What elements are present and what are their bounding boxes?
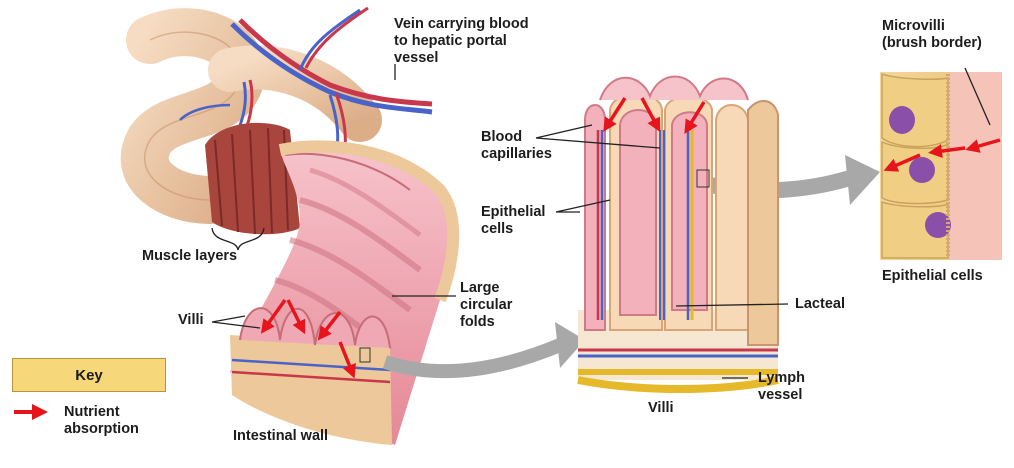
label-blood-capillaries: Blood capillaries xyxy=(481,129,552,162)
key-box: Key xyxy=(12,358,166,392)
leader-lines xyxy=(211,64,991,379)
label-lymph-vessel: Lymph vessel xyxy=(758,370,805,403)
intestinal-wall-section xyxy=(230,307,392,445)
label-lacteal: Lacteal xyxy=(795,296,845,312)
label-microvilli: Microvilli (brush border) xyxy=(882,18,982,51)
epithelial-panel xyxy=(880,72,1002,260)
left-nutrient-arrows xyxy=(260,298,356,379)
label-intestinal-wall: Intestinal wall xyxy=(233,428,329,444)
label-vein: Vein carrying blood to hepatic portal ve… xyxy=(394,16,529,66)
villi-block xyxy=(577,75,779,393)
key-arrow-label: Nutrient absorption xyxy=(64,404,139,437)
label-villi-center: Villi xyxy=(648,400,674,416)
label-epithelial-cells-mid: Epithelial cells xyxy=(481,204,546,237)
muscle-layer-band xyxy=(205,122,300,235)
label-epithelial-cells-right: Epithelial cells xyxy=(882,268,983,284)
label-muscle-layers: Muscle layers xyxy=(142,248,238,264)
label-villi-left: Villi xyxy=(178,312,204,328)
label-large-circular-folds: Large circular folds xyxy=(460,280,513,330)
villi-nutrient-arrows xyxy=(603,97,706,134)
mesenteric-vessels xyxy=(179,6,433,161)
